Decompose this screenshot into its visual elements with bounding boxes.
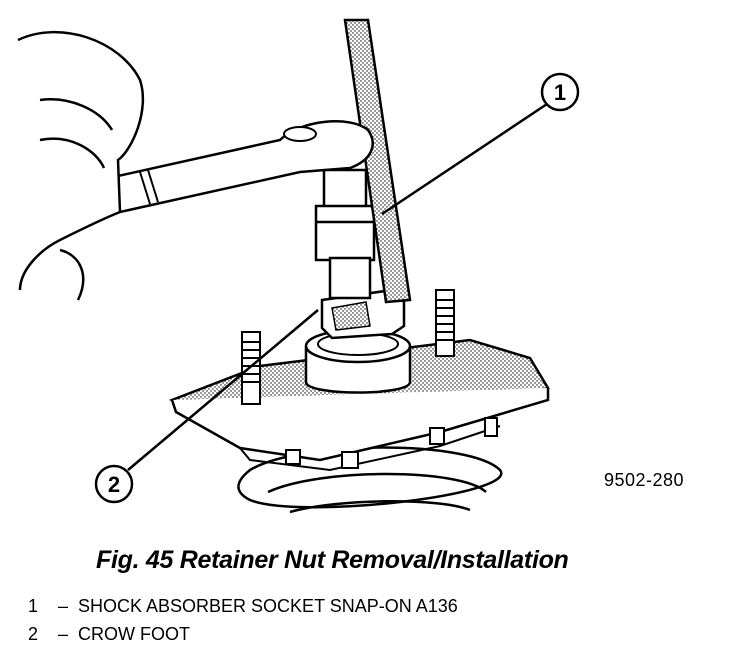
legend-separator: – [57,624,68,644]
svg-text:1: 1 [554,80,566,105]
callout-leaders [127,96,557,471]
callout-2: 2 [94,464,134,504]
legend-separator: – [57,596,68,616]
drawing-code: 9502-280 [604,470,685,490]
retainer-nut-crowfoot [320,288,406,340]
technical-illustration: 1 2 [17,18,580,514]
mount-studs [241,289,455,405]
extension-bar [343,18,412,304]
strut-bearing [304,328,412,394]
figure-caption: Fig. 45 Retainer Nut Removal/Installatio… [96,546,569,574]
legend-item: 1 – SHOCK ABSORBER SOCKET SNAP-ON A136 [28,592,458,620]
legend-item: 2 – CROW FOOT [28,620,458,648]
callout-legend: 1 – SHOCK ABSORBER SOCKET SNAP-ON A136 2… [28,592,458,648]
legend-label: SHOCK ABSORBER SOCKET SNAP-ON A136 [78,596,458,616]
technician-hand [17,31,145,301]
ratchet-handle [98,120,374,214]
svg-text:2: 2 [108,472,120,497]
legend-number: 1 [28,596,39,616]
legend-label: CROW FOOT [78,624,190,644]
strut-assembly-drawing: 1 2 [17,18,580,514]
shock-absorber-socket [314,168,376,300]
upper-mount-plate [168,338,550,472]
legend-number: 2 [28,624,39,644]
callout-1: 1 [540,72,580,112]
coil-spring [237,446,503,514]
